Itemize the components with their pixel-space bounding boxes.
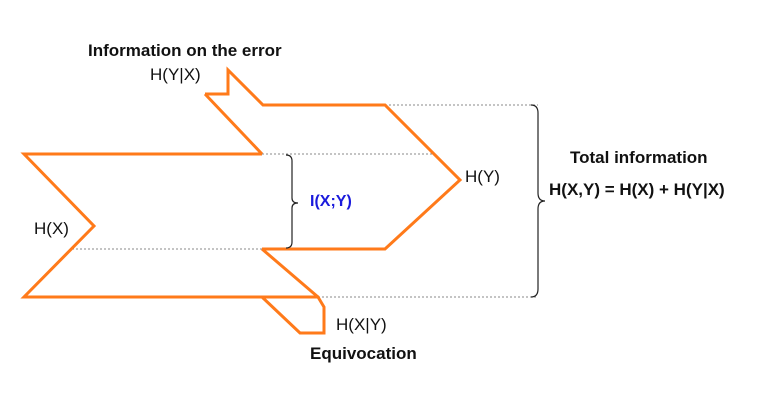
h-y-given-x-label: H(Y|X) xyxy=(150,65,201,84)
total-info-formula: H(X,Y) = H(X) + H(Y|X) xyxy=(549,180,725,199)
error-info-title: Information on the error xyxy=(88,41,282,60)
total-info-brace xyxy=(530,104,546,298)
equivocation-label: Equivocation xyxy=(310,344,417,363)
equivocation-branch xyxy=(261,247,319,299)
input-entropy-arrow xyxy=(20,152,326,335)
error-info-branch xyxy=(203,92,264,156)
h-x-given-y-label: H(X|Y) xyxy=(336,315,387,334)
total-info-title: Total information xyxy=(570,148,708,167)
mutual-info-brace xyxy=(285,154,299,249)
output-entropy-arrow xyxy=(205,66,463,251)
h-y-label: H(Y) xyxy=(465,167,500,186)
h-x-label: H(X) xyxy=(34,219,69,238)
mutual-info-label: I(X;Y) xyxy=(310,193,352,210)
